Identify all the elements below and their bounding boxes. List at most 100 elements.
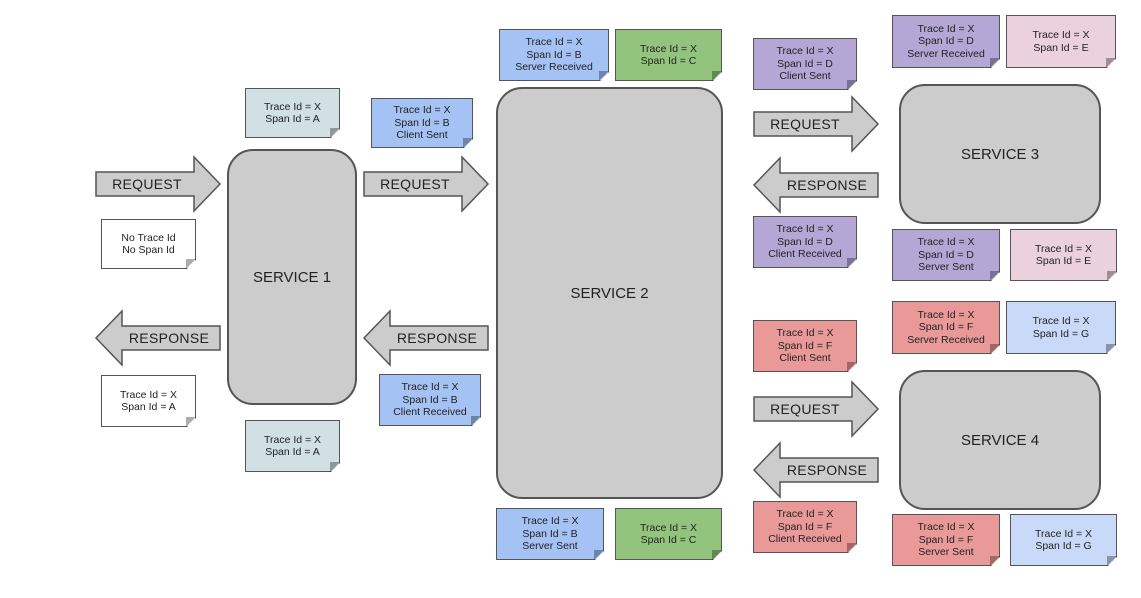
note-line: Client Received (768, 533, 842, 546)
service-2-label: SERVICE 2 (570, 284, 649, 302)
note-line: Span Id = E (1035, 255, 1092, 267)
note-line: Span Id = A (265, 446, 320, 458)
note-line: Trace Id = X (1034, 242, 1093, 255)
note-line: Span Id = C (640, 55, 697, 67)
block-arrow-polygon (753, 380, 880, 438)
note-line: Span Id = F (777, 520, 833, 533)
response-arrow-s2-s1-label: RESPONSE (396, 330, 478, 346)
note-line: No Span Id (122, 244, 175, 256)
request-arrow-s1-s2: REQUEST (363, 155, 490, 213)
note-line: Trace Id = X (1034, 527, 1093, 540)
request-arrow-in: REQUEST (95, 155, 222, 213)
note-line: Client Received (768, 248, 842, 261)
note-line: Trace Id = X (776, 223, 834, 236)
request-arrow-s2-s3-label: REQUEST (770, 116, 840, 132)
note-line: Client Received (393, 406, 467, 419)
service-4-box: SERVICE 4 (899, 370, 1101, 510)
note-line: Span Id = A (121, 401, 176, 413)
note-line: Trace Id = X (776, 327, 834, 340)
note-line: No Trace Id (121, 231, 176, 244)
note-line: Span Id = A (265, 113, 320, 125)
request-arrow-in-label: REQUEST (112, 176, 182, 192)
block-arrow-polygon (752, 441, 879, 499)
response-arrow-s3-s2: RESPONSE (752, 156, 879, 214)
block-arrow-polygon (363, 155, 490, 213)
block-arrow-shape (752, 156, 879, 214)
response-arrow-s4-s2: RESPONSE (752, 441, 879, 499)
note-line: Trace Id = X (776, 45, 834, 58)
note-line: Span Id = F (918, 321, 974, 334)
note-line: Trace Id = X (521, 515, 579, 528)
note-line: Trace Id = X (639, 42, 698, 55)
note-line: Span Id = D (777, 57, 833, 70)
note-line: Span Id = G (1035, 540, 1092, 552)
note-line: Trace Id = X (263, 100, 322, 113)
block-arrow-shape (752, 441, 879, 499)
block-arrow-shape (753, 380, 880, 438)
note-line: Trace Id = X (393, 104, 451, 117)
note-line: Trace Id = X (917, 308, 975, 321)
block-arrow-polygon (362, 309, 489, 367)
response-arrow-out: RESPONSE (94, 309, 221, 367)
block-arrow-polygon (752, 156, 879, 214)
block-arrow-polygon (753, 95, 880, 153)
block-arrow-shape (94, 309, 221, 367)
block-arrow-polygon (94, 309, 221, 367)
service-3-label: SERVICE 3 (960, 145, 1040, 163)
note-line: Trace Id = X (401, 381, 459, 394)
request-arrow-s2-s4-label: REQUEST (770, 401, 840, 417)
note-line: Server Sent (918, 261, 974, 274)
note-line: Span Id = D (777, 235, 833, 248)
note-line: Client Sent (396, 129, 448, 142)
service-1-label: SERVICE 1 (252, 268, 332, 286)
block-arrow-polygon (95, 155, 222, 213)
note-line: Client Sent (779, 352, 831, 365)
note-line: Span Id = D (918, 35, 974, 48)
note-line: Trace Id = X (917, 236, 975, 249)
note-line: Span Id = G (1032, 327, 1090, 340)
note-line: Client Sent (779, 70, 831, 83)
note-line: Span Id = B (394, 116, 450, 129)
note-line: Trace Id = X (776, 508, 834, 521)
note-line: Server Received (515, 61, 593, 74)
note-line: Trace Id = X (1032, 315, 1090, 327)
service-3-box: SERVICE 3 (899, 84, 1101, 224)
block-arrow-shape (363, 155, 490, 213)
block-arrow-shape (753, 95, 880, 153)
note-line: Trace Id = X (639, 521, 698, 534)
note-line: Trace Id = X (917, 521, 975, 534)
response-arrow-s3-s2-label: RESPONSE (786, 177, 868, 193)
service-2-box: SERVICE 2 (496, 87, 723, 499)
note-line: Server Received (907, 333, 985, 346)
note-line: Trace Id = X (119, 388, 178, 401)
response-arrow-out-label: RESPONSE (128, 330, 210, 346)
note-line: Span Id = B (526, 48, 582, 61)
note-line: Span Id = B (402, 393, 458, 406)
service-1-box: SERVICE 1 (227, 149, 357, 405)
response-arrow-s2-s1: RESPONSE (362, 309, 489, 367)
note-line: Server Sent (918, 546, 974, 559)
note-line: Trace Id = X (917, 22, 975, 35)
block-arrow-shape (362, 309, 489, 367)
note-line: Trace Id = X (263, 433, 322, 446)
note-line: Trace Id = X (1032, 29, 1090, 41)
response-arrow-s4-s2-label: RESPONSE (786, 462, 868, 478)
note-line: Span Id = F (918, 533, 974, 546)
